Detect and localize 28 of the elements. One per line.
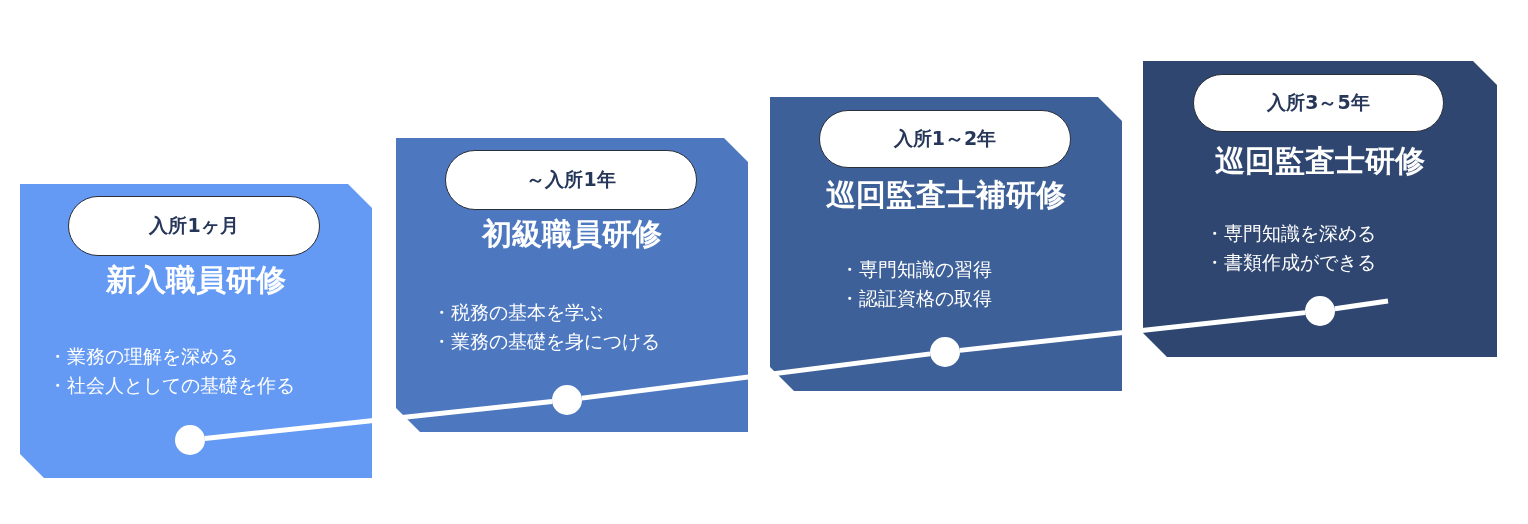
period-label: 入所3～5年 xyxy=(1193,74,1444,132)
bullet-item: ・認証資格の取得 xyxy=(840,286,992,311)
timeline-line xyxy=(581,351,931,401)
stage-card xyxy=(20,184,372,478)
stage-card xyxy=(1143,61,1497,357)
bullet-item: ・専門知識を深める xyxy=(1205,221,1376,246)
bullet-item: ・書類作成ができる xyxy=(1205,250,1376,275)
bullet-item: ・業務の理解を深める xyxy=(48,344,238,369)
milestone-dot xyxy=(552,385,582,415)
timeline-line xyxy=(959,310,1306,353)
bullet-item: ・業務の基礎を身につける xyxy=(432,329,660,354)
bullet-item: ・専門知識の習得 xyxy=(840,257,992,282)
stage-title: 巡回監査士研修 xyxy=(1215,142,1425,180)
period-label: 入所1～2年 xyxy=(819,110,1071,168)
milestone-dot xyxy=(175,425,205,455)
bullet-item: ・社会人としての基礎を作る xyxy=(48,373,295,398)
timeline-line xyxy=(204,399,553,441)
milestone-dot xyxy=(930,337,960,367)
period-label: ～入所1年 xyxy=(445,150,697,210)
bullet-item: ・税務の基本を学ぶ xyxy=(432,300,603,325)
timeline-line xyxy=(1334,298,1389,312)
stage-card xyxy=(396,138,748,432)
milestone-dot xyxy=(1305,296,1335,326)
stage-title: 新入職員研修 xyxy=(106,261,286,299)
stage-title: 巡回監査士補研修 xyxy=(826,176,1066,214)
stage-card xyxy=(770,97,1122,391)
stage-title: 初級職員研修 xyxy=(482,215,662,253)
period-label: 入所1ヶ月 xyxy=(68,196,320,256)
